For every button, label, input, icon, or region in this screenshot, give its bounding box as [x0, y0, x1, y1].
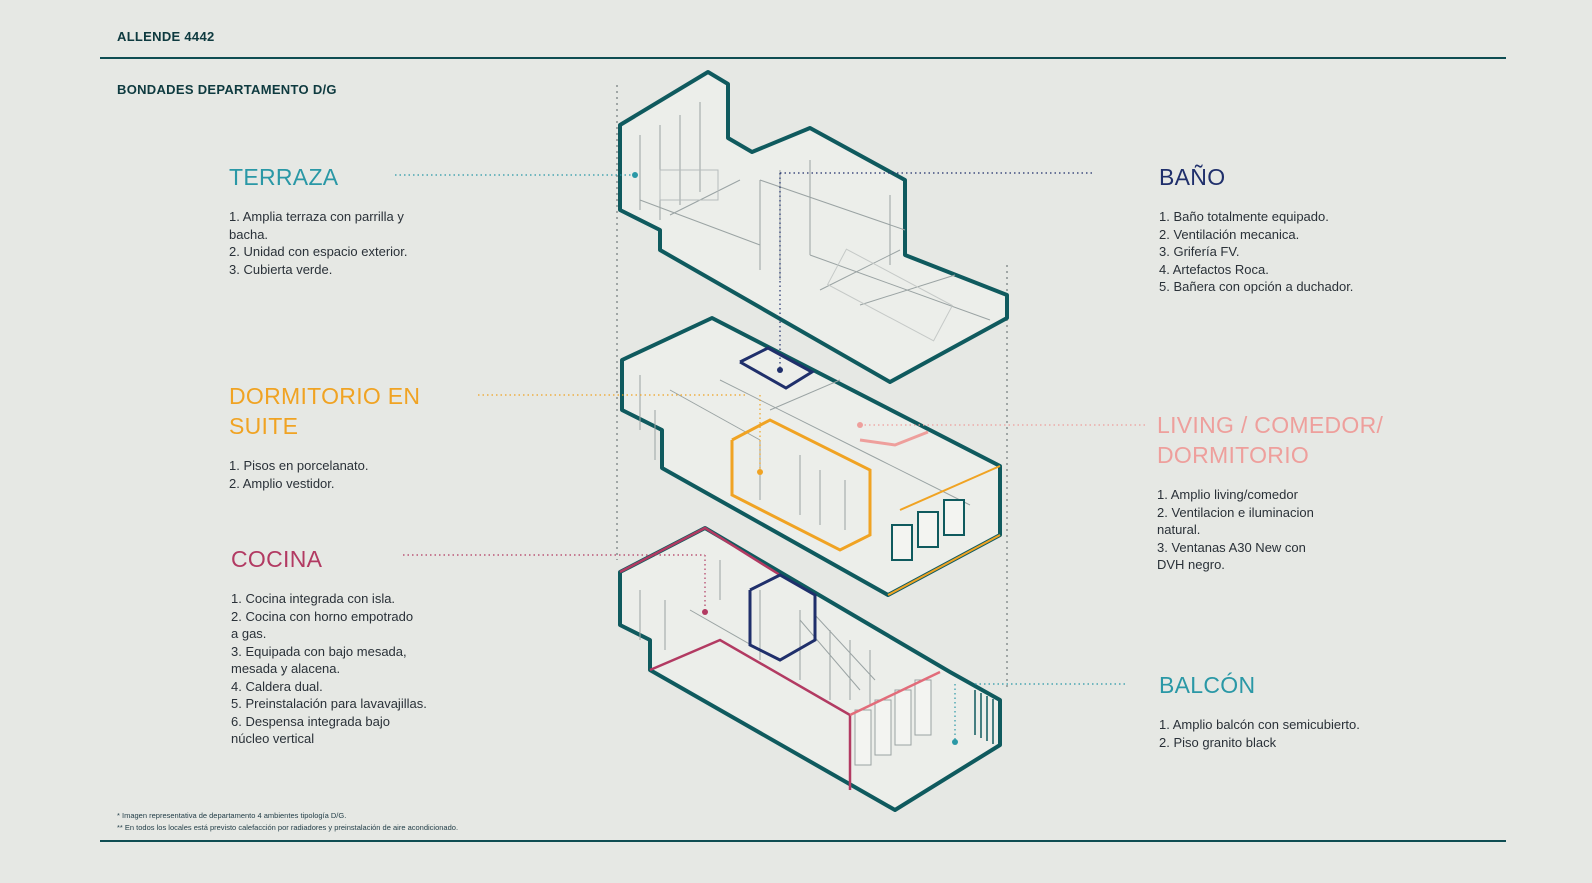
list-item: bacha. — [229, 226, 269, 242]
list-item: 2. Piso granito black — [1159, 734, 1277, 750]
roof-level — [618, 70, 1009, 384]
list-item: 2. Amplio vestidor. — [229, 475, 335, 491]
bottom-divider — [100, 840, 1506, 842]
page-subtitle: BONDADES DEPARTAMENTO D/G — [117, 82, 337, 97]
list-item: 1. Amplio living/comedor — [1157, 487, 1298, 502]
list-item: 6. Despensa integrada bajo — [231, 713, 391, 729]
list-item: 4. Caldera dual. — [231, 678, 323, 694]
footnote-2: ** En todos los locales está previsto ca… — [117, 823, 459, 832]
cocina-title: COCINA — [231, 546, 323, 572]
list-item: 1. Baño totalmente equipado. — [1159, 209, 1329, 224]
balcon-title: BALCÓN — [1159, 672, 1256, 698]
living-list: 1. Amplio living/comedor 2. Ventilacion … — [1157, 486, 1457, 574]
section-living: LIVING / COMEDOR/ DORMITORIO 1. Amplio l… — [1157, 410, 1457, 574]
list-item: 2. Ventilacion e iluminacion — [1157, 504, 1314, 520]
list-item: 3. Equipada con bajo mesada, — [231, 643, 407, 659]
bano-list: 1. Baño totalmente equipado. 2. Ventilac… — [1159, 208, 1419, 296]
list-item: 3. Grifería FV. — [1159, 244, 1240, 259]
list-item: 2. Ventilación mecanica. — [1159, 226, 1300, 242]
section-balcon: BALCÓN 1. Amplio balcón con semicubierto… — [1159, 670, 1459, 751]
dormitorio-list: 1. Pisos en porcelanato. 2. Amplio vesti… — [229, 457, 469, 492]
list-item: 4. Artefactos Roca. — [1159, 261, 1269, 277]
list-item: 1. Amplio balcón con semicubierto. — [1159, 717, 1360, 732]
list-item: núcleo vertical — [231, 731, 315, 746]
dormitorio-title: DORMITORIO EN SUITE — [229, 381, 469, 441]
list-item: 1. Pisos en porcelanato. — [229, 458, 369, 473]
list-item: 5. Bañera con opción a duchador. — [1159, 279, 1354, 294]
list-item: 1. Cocina integrada con isla. — [231, 591, 396, 606]
top-divider — [100, 57, 1506, 59]
list-item: mesada y alacena. — [231, 661, 341, 676]
project-title: ALLENDE 4442 — [117, 29, 215, 44]
list-item: a gas. — [231, 626, 267, 641]
section-bano: BAÑO 1. Baño totalmente equipado. 2. Ven… — [1159, 162, 1419, 296]
middle-level — [620, 316, 1002, 597]
dormitorio-title-line1: DORMITORIO EN — [229, 383, 421, 409]
balcon-list: 1. Amplio balcón con semicubierto. 2. Pi… — [1159, 716, 1459, 751]
list-item: 1. Amplia terraza con parrilla y — [229, 209, 404, 224]
terraza-title: TERRAZA — [229, 164, 339, 190]
list-item: 3. Ventanas A30 New con — [1157, 539, 1306, 555]
list-item: 5. Preinstalación para lavavajillas. — [231, 696, 427, 711]
dormitorio-title-line2: SUITE — [229, 413, 299, 439]
list-item: DVH negro. — [1157, 557, 1225, 572]
living-title-line1: LIVING / COMEDOR/ — [1157, 412, 1384, 438]
list-item: 3. Cubierta verde. — [229, 261, 333, 277]
vertical-guides — [616, 85, 1008, 690]
list-item: 2. Unidad con espacio exterior. — [229, 244, 408, 259]
section-terraza: TERRAZA 1. Amplia terraza con parrilla y… — [229, 162, 459, 278]
bano-title: BAÑO — [1159, 164, 1226, 190]
terraza-list: 1. Amplia terraza con parrilla y bacha. … — [229, 208, 459, 278]
living-title-line2: DORMITORIO — [1157, 442, 1310, 468]
footnote-1: * Imagen representativa de departamento … — [117, 811, 347, 820]
cocina-list: 1. Cocina integrada con isla. 2. Cocina … — [231, 590, 471, 748]
leader-dots — [632, 172, 958, 745]
list-item: 2. Cocina con horno empotrado — [231, 608, 414, 624]
section-dormitorio: DORMITORIO EN SUITE 1. Pisos en porcelan… — [229, 381, 469, 492]
lower-level — [618, 526, 1002, 812]
list-item: natural. — [1157, 522, 1201, 537]
section-cocina: COCINA 1. Cocina integrada con isla. 2. … — [231, 544, 471, 748]
living-title: LIVING / COMEDOR/ DORMITORIO — [1157, 410, 1457, 470]
